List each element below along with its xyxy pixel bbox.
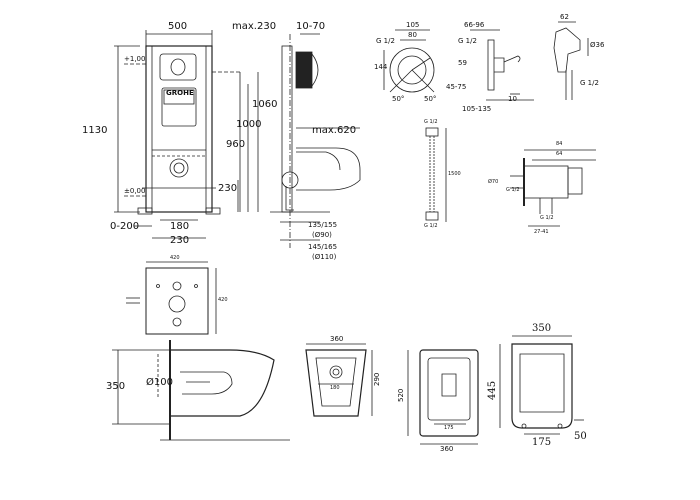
level-top-label: +1,00 [124,55,146,63]
valve-thread-left: G 1/2 [376,37,395,45]
valve-drawing [383,29,534,101]
seat-width-360: 360 [440,445,454,453]
valve-width-105: 105 [406,21,420,29]
bowl-top-view [305,343,373,417]
hose-thread-bottom: G 1/2 [424,223,438,229]
pipe-small-diameter: (Ø90) [312,231,332,239]
valve-angle-right: 50° [424,95,437,103]
elbow-thread-left: G 1/2 [506,187,520,193]
hose-drawing [425,127,447,222]
bottom-range-label: 0-200 [110,221,140,232]
valve-range-105: 105-135 [462,105,492,113]
elbow-range: 27-41 [534,229,549,235]
sprayer-width-62: 62 [560,13,569,21]
frame-front-view [114,30,259,239]
seat-front-center-175: 175 [532,437,552,448]
elbow-thread-bottom: G 1/2 [540,215,554,221]
frame-side-view [270,33,361,248]
seat-center-175: 175 [444,425,454,431]
elbow-diameter: Ø70 [488,179,499,185]
seat-front-width-350: 350 [532,323,552,334]
valve-width-10: 10 [508,95,517,103]
bowl-depth-290: 290 [373,372,381,386]
seat-top-view [407,349,479,445]
valve-thread-right: G 1/2 [458,37,477,45]
frame-height-label: 1130 [82,125,108,136]
height-960-label: 960 [226,139,246,150]
valve-height-59: 59 [458,59,467,67]
elbow-width-64: 64 [556,151,563,157]
pipe-small-label: 135/155 [308,221,338,229]
elbow-drawing [510,149,596,227]
bowl-outlet-diameter: Ø100 [146,377,173,388]
seat-depth-520: 520 [397,388,405,402]
height-1000-label: 1000 [236,119,262,130]
plate-width: 420 [170,255,180,261]
pan-reach-label: max.620 [312,125,357,136]
seat-front-height-445: 445 [487,380,498,400]
bowl-height-350: 350 [106,381,126,392]
brand-logo: GROHE [166,89,194,97]
sprayer-thread: G 1/2 [580,79,599,87]
level-zero-label: ±0,00 [124,187,146,195]
height-1060-label: 1060 [252,99,278,110]
sprayer-diameter: Ø36 [590,41,605,49]
valve-angle-left: 50° [392,95,405,103]
valve-width-80: 80 [408,31,417,39]
bowl-side-view [112,340,290,441]
pipe-large-diameter: (Ø110) [312,253,337,261]
pipe-large-label: 145/165 [308,243,338,251]
elbow-width-84: 84 [556,141,563,147]
sprayer-drawing [553,21,589,100]
bottom-180-label: 180 [170,221,190,232]
bowl-width-360: 360 [330,335,344,343]
plate-height: 420 [218,297,228,303]
frame-reach-label: max.230 [232,21,277,32]
hose-thread-top: G 1/2 [424,119,438,125]
frame-depth-label: 10-70 [296,21,326,32]
mounting-plate [126,261,217,335]
valve-range-66: 66-96 [464,21,485,29]
bottom-230-label: 230 [170,235,190,246]
seat-front-view [499,335,584,435]
valve-range-45: 45-75 [446,83,467,91]
hose-length: 1500 [448,171,461,177]
seat-front-width-50: 50 [574,431,587,442]
bowl-center-180: 180 [330,385,340,391]
valve-height-144: 144 [374,63,388,71]
frame-width-label: 500 [168,21,188,32]
height-230-label: 230 [218,183,238,194]
